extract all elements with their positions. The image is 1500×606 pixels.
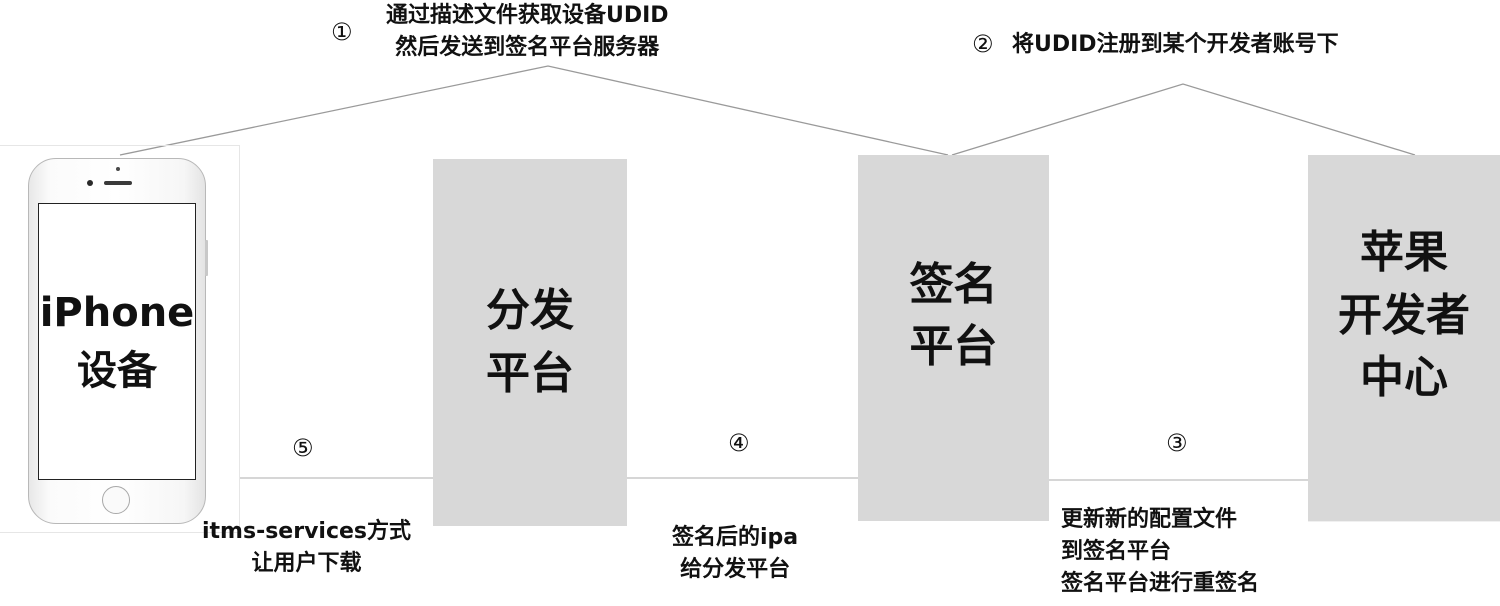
signing-platform-box: 签名 平台	[858, 155, 1049, 521]
phone-home-button-icon	[102, 486, 130, 514]
signing-platform-label: 签名 平台	[909, 258, 998, 372]
distribution-platform-label: 分发 平台	[486, 285, 574, 399]
step-5-number: ⑤	[292, 434, 314, 462]
step-4-text: 签名后的ipa 给分发平台	[672, 525, 799, 582]
arc-step-1	[119, 65, 949, 156]
step-3-number: ③	[1166, 429, 1188, 457]
step-1-text: 通过描述文件获取设备UDID 然后发送到签名平台服务器	[386, 3, 669, 60]
phone-sensor-icon	[116, 167, 120, 171]
step-2-text: 将UDID注册到某个开发者账号下	[1012, 32, 1339, 57]
phone-side-button	[205, 240, 208, 276]
phone-label: iPhone 设备	[39, 289, 195, 394]
phone-screen: iPhone 设备	[38, 203, 196, 480]
phone-frame	[0, 145, 240, 533]
phone-speaker-icon	[104, 181, 132, 185]
step-5-text: itms-services方式 让用户下载	[202, 519, 412, 576]
step-1-number: ①	[331, 18, 353, 46]
step-2-number: ②	[972, 30, 994, 58]
apple-developer-center-box: 苹果 开发者 中心	[1308, 155, 1500, 521]
distribution-platform-box: 分发 平台	[433, 159, 627, 526]
step-4-number: ④	[728, 429, 750, 457]
phone-camera-icon	[87, 180, 93, 186]
step-3-text: 更新新的配置文件 到签名平台 签名平台进行重签名	[1061, 507, 1260, 596]
arc-step-2	[951, 83, 1416, 156]
apple-developer-center-label: 苹果 开发者 中心	[1338, 227, 1470, 404]
